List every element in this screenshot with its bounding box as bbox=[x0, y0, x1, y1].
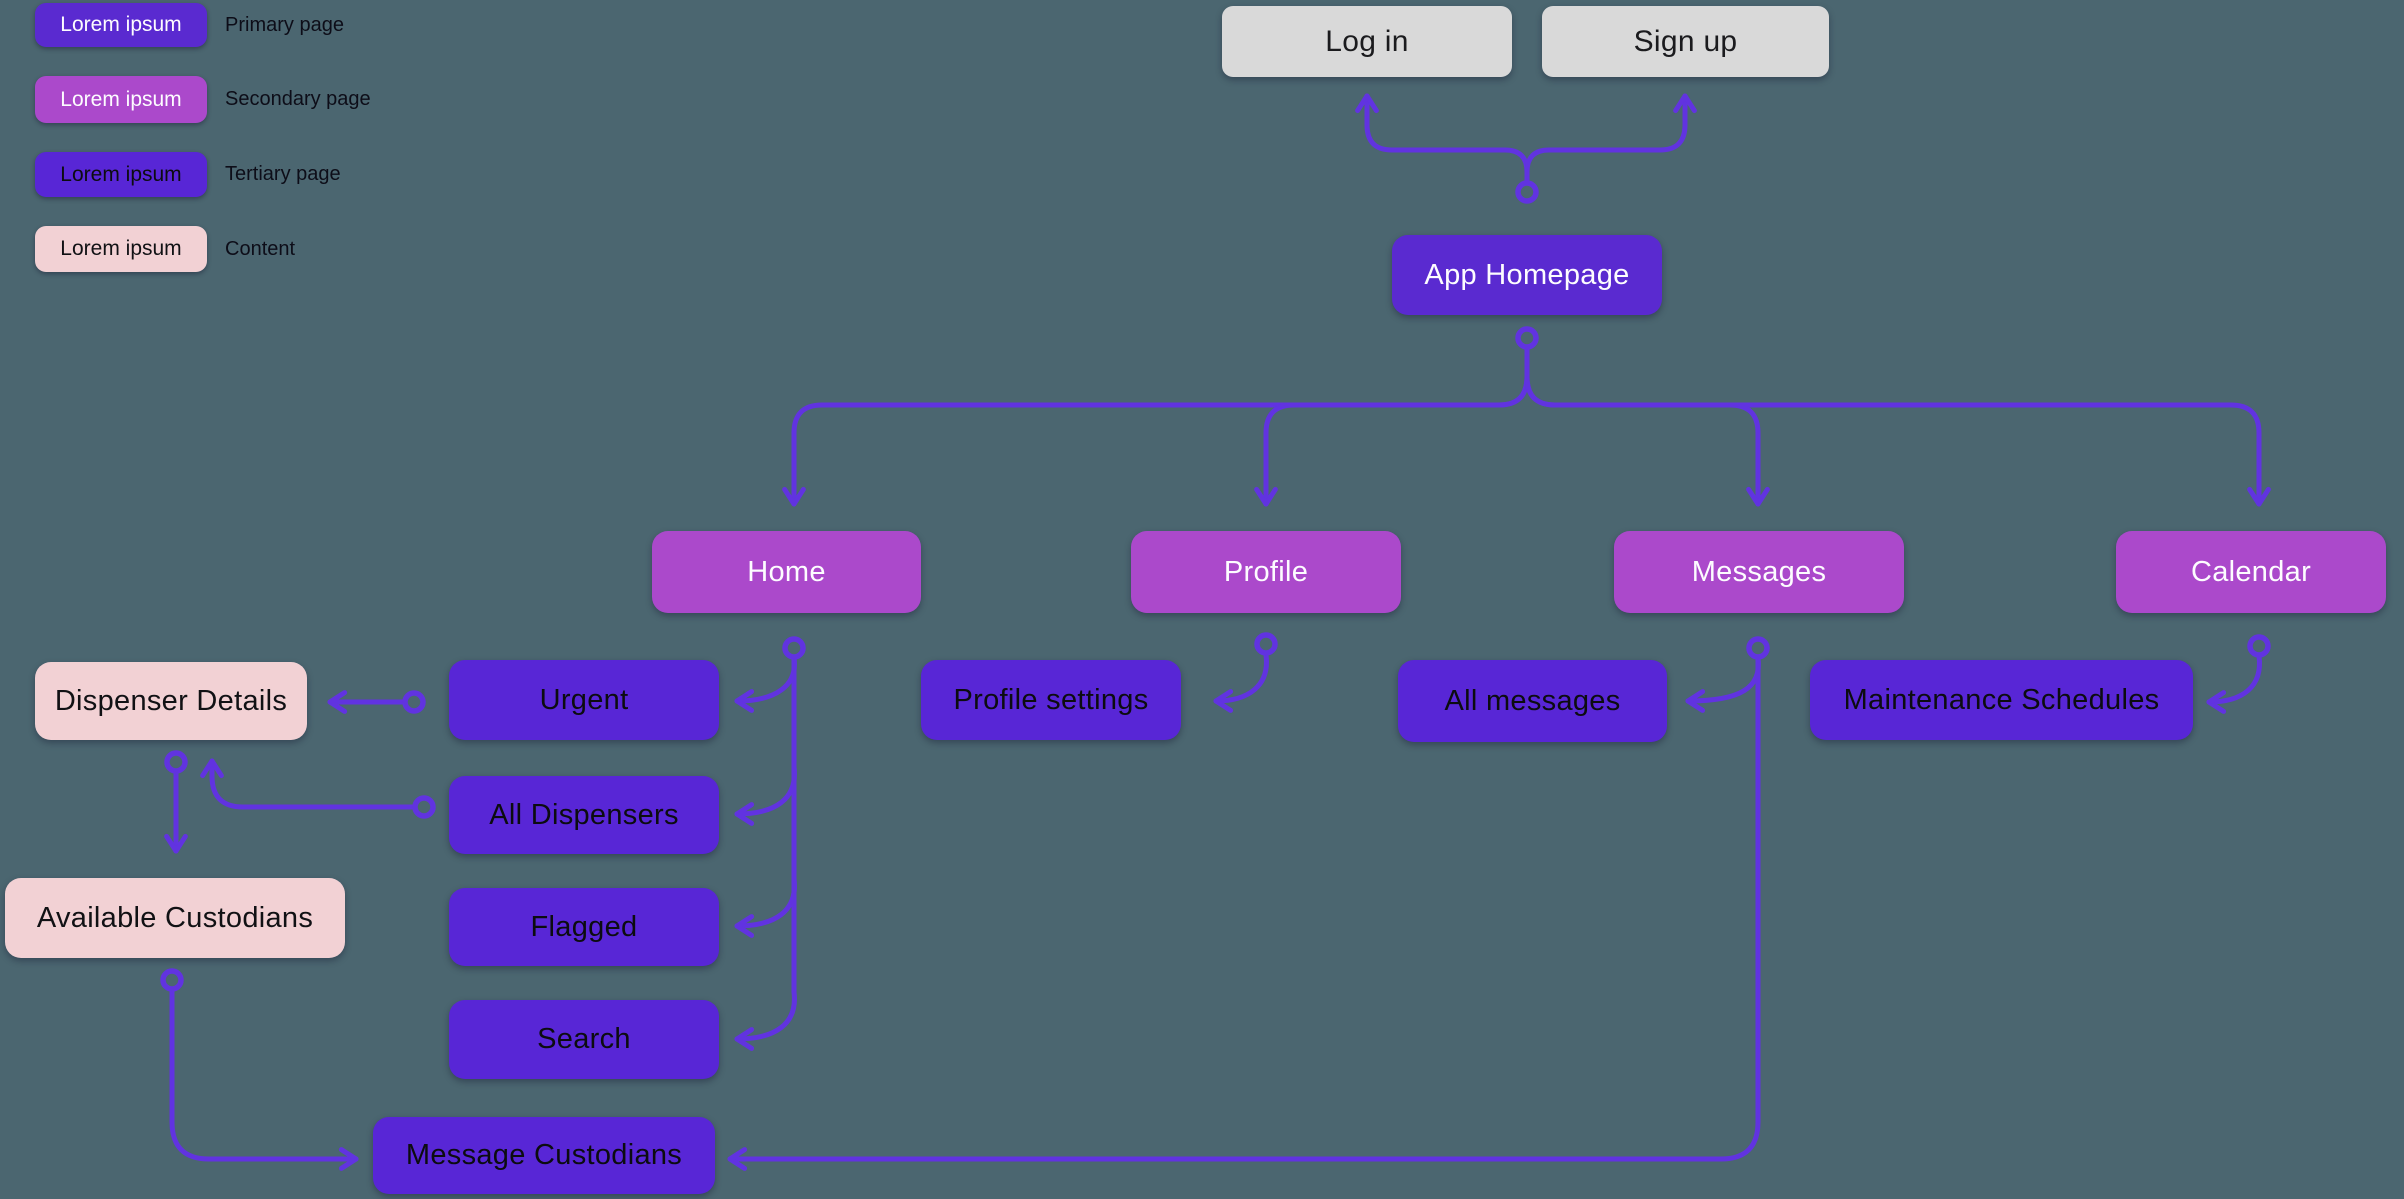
node-label: Sign up bbox=[1633, 24, 1738, 58]
legend-label-secondary: Secondary page bbox=[225, 88, 371, 110]
node-all-messages[interactable]: All messages bbox=[1398, 660, 1667, 742]
node-flagged[interactable]: Flagged bbox=[449, 888, 719, 966]
connector-all-dispensers-dispenser-details bbox=[200, 758, 416, 810]
node-label: Available Custodians bbox=[36, 901, 314, 934]
node-label: Urgent bbox=[539, 683, 629, 716]
legend-label-tertiary: Tertiary page bbox=[225, 163, 341, 185]
connector-home-search bbox=[734, 655, 797, 1051]
node-label: Profile bbox=[1223, 555, 1309, 588]
connector-homepage-profile bbox=[1254, 345, 1530, 507]
node-label: Profile settings bbox=[953, 683, 1149, 716]
legend-item-primary: Lorem ipsum Primary page bbox=[35, 3, 455, 47]
legend-swatch-primary: Lorem ipsum bbox=[35, 3, 207, 47]
connector-ring bbox=[1515, 326, 1539, 350]
node-profile[interactable]: Profile bbox=[1131, 531, 1401, 613]
connector-available-custodians-message-custodians bbox=[169, 988, 359, 1171]
legend-swatch-text: Lorem ipsum bbox=[60, 162, 182, 186]
connector-ring bbox=[164, 750, 188, 774]
legend-item-content: Lorem ipsum Content bbox=[35, 226, 455, 272]
node-label: Home bbox=[747, 555, 826, 588]
node-profile-settings[interactable]: Profile settings bbox=[921, 660, 1181, 740]
connector-ring bbox=[1746, 636, 1770, 660]
node-available-custodians[interactable]: Available Custodians bbox=[5, 878, 345, 958]
legend-item-secondary: Lorem ipsum Secondary page bbox=[35, 76, 455, 123]
node-home[interactable]: Home bbox=[652, 531, 921, 613]
node-label: All messages bbox=[1444, 684, 1621, 717]
connector-ring bbox=[782, 636, 806, 660]
node-messages[interactable]: Messages bbox=[1614, 531, 1904, 613]
connector-ring bbox=[160, 968, 184, 992]
legend-swatch-tertiary: Lorem ipsum bbox=[35, 152, 207, 197]
node-label: Log in bbox=[1325, 24, 1409, 58]
connector-homepage-login bbox=[1355, 93, 1530, 185]
node-message-custodians[interactable]: Message Custodians bbox=[373, 1117, 715, 1194]
node-dispenser-details[interactable]: Dispenser Details bbox=[35, 662, 307, 740]
node-log-in[interactable]: Log in bbox=[1222, 6, 1512, 77]
node-urgent[interactable]: Urgent bbox=[449, 660, 719, 740]
connector-ring bbox=[1254, 632, 1278, 656]
legend-swatch-content: Lorem ipsum bbox=[35, 226, 207, 272]
connector-ring bbox=[2247, 634, 2271, 658]
connector-messages-all-messages bbox=[1685, 655, 1761, 713]
connector-calendar-maintenance bbox=[2206, 653, 2262, 714]
connector-homepage-messages bbox=[1524, 345, 1770, 507]
node-app-homepage[interactable]: App Homepage bbox=[1392, 235, 1662, 315]
node-label: Message Custodians bbox=[405, 1139, 683, 1171]
legend-label-content: Content bbox=[225, 237, 296, 260]
legend-swatch-secondary: Lorem ipsum bbox=[35, 76, 207, 123]
legend-item-tertiary: Lorem ipsum Tertiary page bbox=[35, 152, 455, 197]
connector-ring bbox=[402, 690, 426, 714]
legend-label-primary: Primary page bbox=[225, 13, 344, 36]
node-label: Calendar bbox=[2190, 555, 2312, 588]
node-maintenance-schedules[interactable]: Maintenance Schedules bbox=[1810, 660, 2193, 740]
connector-ring bbox=[412, 795, 436, 819]
connector-homepage-home bbox=[782, 345, 1530, 507]
node-search[interactable]: Search bbox=[449, 1000, 719, 1079]
connector-home-urgent bbox=[734, 655, 797, 713]
connector-messages-message-custodians bbox=[727, 655, 1761, 1171]
connector-homepage-calendar bbox=[1524, 345, 2271, 507]
connector-ring bbox=[1515, 180, 1539, 204]
connector-profile-settings bbox=[1213, 652, 1269, 713]
node-all-dispensers[interactable]: All Dispensers bbox=[449, 776, 719, 854]
node-sign-up[interactable]: Sign up bbox=[1542, 6, 1829, 77]
node-label: Messages bbox=[1691, 555, 1827, 588]
node-label: Search bbox=[537, 1023, 631, 1055]
legend-swatch-text: Lorem ipsum bbox=[60, 87, 182, 111]
node-label: Flagged bbox=[530, 910, 638, 943]
legend-swatch-text: Lorem ipsum bbox=[60, 13, 182, 36]
node-label: Maintenance Schedules bbox=[1843, 683, 2160, 716]
node-label: Dispenser Details bbox=[54, 684, 288, 717]
legend-swatch-text: Lorem ipsum bbox=[60, 237, 182, 260]
node-label: App Homepage bbox=[1424, 258, 1630, 291]
connector-homepage-signup bbox=[1524, 93, 1697, 185]
node-calendar[interactable]: Calendar bbox=[2116, 531, 2386, 613]
connector-home-all-dispensers bbox=[734, 655, 797, 826]
node-label: All Dispensers bbox=[489, 798, 679, 831]
